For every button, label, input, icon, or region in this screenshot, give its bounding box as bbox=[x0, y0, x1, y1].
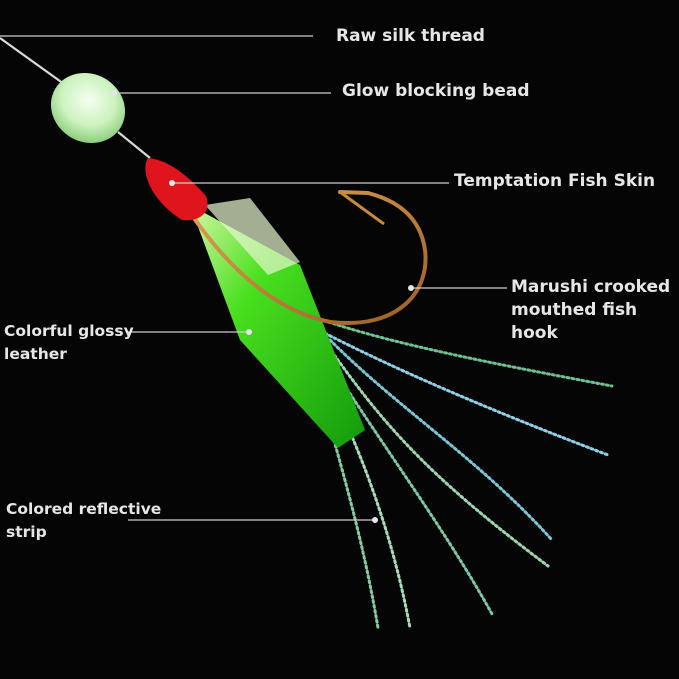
leader-lines bbox=[0, 35, 507, 521]
label-glow-blocking-bead: Glow blocking bead bbox=[342, 81, 530, 101]
silk-thread bbox=[0, 37, 151, 159]
thread-wrap bbox=[145, 158, 208, 221]
label-colored-reflective-strip: Colored reflective strip bbox=[6, 500, 162, 541]
leather-shine bbox=[205, 198, 300, 275]
anchor-dots bbox=[111, 90, 414, 523]
label-raw-silk-thread: Raw silk thread bbox=[336, 26, 485, 46]
label-colorful-glossy-leather: Colorful glossy leather bbox=[4, 322, 134, 363]
label-temptation-fish-skin: Temptation Fish Skin bbox=[454, 171, 656, 191]
glow-bead bbox=[50, 72, 126, 144]
fish-hook bbox=[180, 190, 428, 326]
label-marushi-hook: Marushi crooked mouthed fish hook bbox=[511, 277, 671, 343]
hook-barb bbox=[339, 190, 385, 226]
